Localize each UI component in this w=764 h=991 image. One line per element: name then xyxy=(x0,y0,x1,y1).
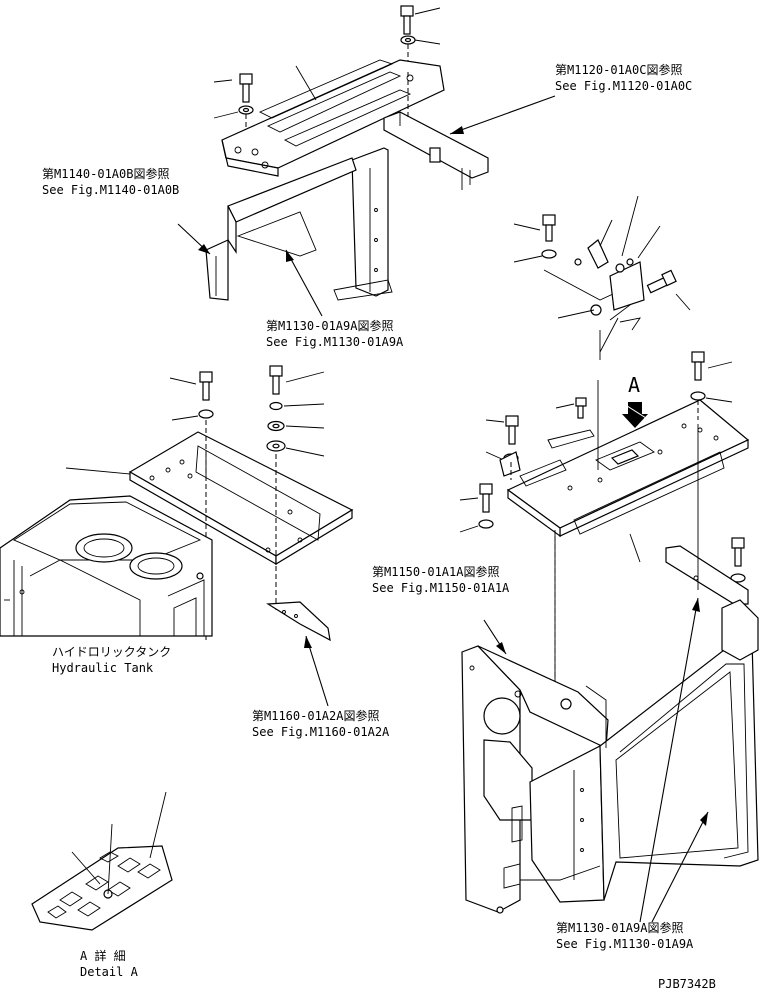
support-frame xyxy=(205,147,393,301)
bolt xyxy=(485,415,519,445)
bolt xyxy=(555,397,587,419)
ref-jp: 第M1120-01A0C図参照 xyxy=(555,62,682,77)
washer xyxy=(459,519,494,533)
bracket xyxy=(266,601,331,642)
ref-en: See Fig.M1120-01A0C xyxy=(555,79,692,93)
view-arrow-a: A xyxy=(622,373,648,428)
ref-en: See Fig.M1160-01A2A xyxy=(252,725,390,739)
ref-m1120: 第M1120-01A0C図参照 See Fig.M1120-01A0C xyxy=(449,62,692,135)
washer xyxy=(513,249,557,263)
detail-a-view xyxy=(31,791,173,931)
washer xyxy=(171,409,214,421)
hydraulic-tank-jp-label: ハイドロリックタンク xyxy=(52,645,171,659)
bolt xyxy=(169,371,213,401)
hydraulic-tank-en-label: Hydraulic Tank xyxy=(52,661,154,675)
washer xyxy=(730,573,746,583)
ref-jp: 第M1150-01A1A図参照 xyxy=(372,564,499,579)
bolt xyxy=(459,483,493,513)
ref-jp: 第M1140-01A0B図参照 xyxy=(42,166,169,181)
ref-m1160: 第M1160-01A2A図参照 See Fig.M1160-01A2A xyxy=(252,635,390,739)
ref-en: See Fig.M1140-01A0B xyxy=(42,183,179,197)
bolt xyxy=(513,214,556,242)
detail-a-jp-label: A 詳 細 xyxy=(80,948,126,963)
ref-jp: 第M1160-01A2A図参照 xyxy=(252,708,379,723)
bolt xyxy=(691,351,733,381)
tank-cover-assembly: ハイドロリックタンク Hydraulic Tank xyxy=(0,365,354,675)
main-frame xyxy=(461,424,759,914)
ref-m1140: 第M1140-01A0B図参照 See Fig.M1140-01A0B xyxy=(42,166,211,255)
washer xyxy=(400,35,441,45)
washer xyxy=(690,391,733,403)
ref-jp: 第M1130-01A9A図参照 xyxy=(266,318,393,333)
access-plate xyxy=(499,380,750,563)
ref-m1130-bottom: 第M1130-01A9A図参照 See Fig.M1130-01A9A xyxy=(556,597,709,951)
ref-m1150: 第M1150-01A1A図参照 See Fig.M1150-01A1A xyxy=(372,564,510,655)
view-arrow-label: A xyxy=(628,373,640,397)
washer xyxy=(213,105,254,119)
detail-a-en-label: Detail A xyxy=(80,965,139,979)
hydraulic-tank xyxy=(0,495,213,637)
ref-en: See Fig.M1130-01A9A xyxy=(266,335,404,349)
hinge-bracket-assembly xyxy=(513,195,691,360)
top-plate xyxy=(221,59,445,177)
bolt xyxy=(213,73,253,103)
washer xyxy=(266,440,325,457)
access-plate-assembly: A xyxy=(459,351,750,605)
bolt xyxy=(731,537,745,567)
bolt xyxy=(269,365,325,395)
washer xyxy=(269,401,325,411)
ref-en: See Fig.M1130-01A9A xyxy=(556,937,694,951)
ref-m1130-top: 第M1130-01A9A図参照 See Fig.M1130-01A9A xyxy=(266,249,404,349)
ref-jp: 第M1130-01A9A図参照 xyxy=(556,920,683,935)
bolt xyxy=(400,5,441,35)
bracket xyxy=(383,111,489,190)
cover-plate xyxy=(65,431,354,566)
washer xyxy=(267,420,325,432)
drawing-number: PJB7342B xyxy=(658,977,716,991)
top-plate-assembly xyxy=(205,5,489,301)
ref-en: See Fig.M1150-01A1A xyxy=(372,581,510,595)
